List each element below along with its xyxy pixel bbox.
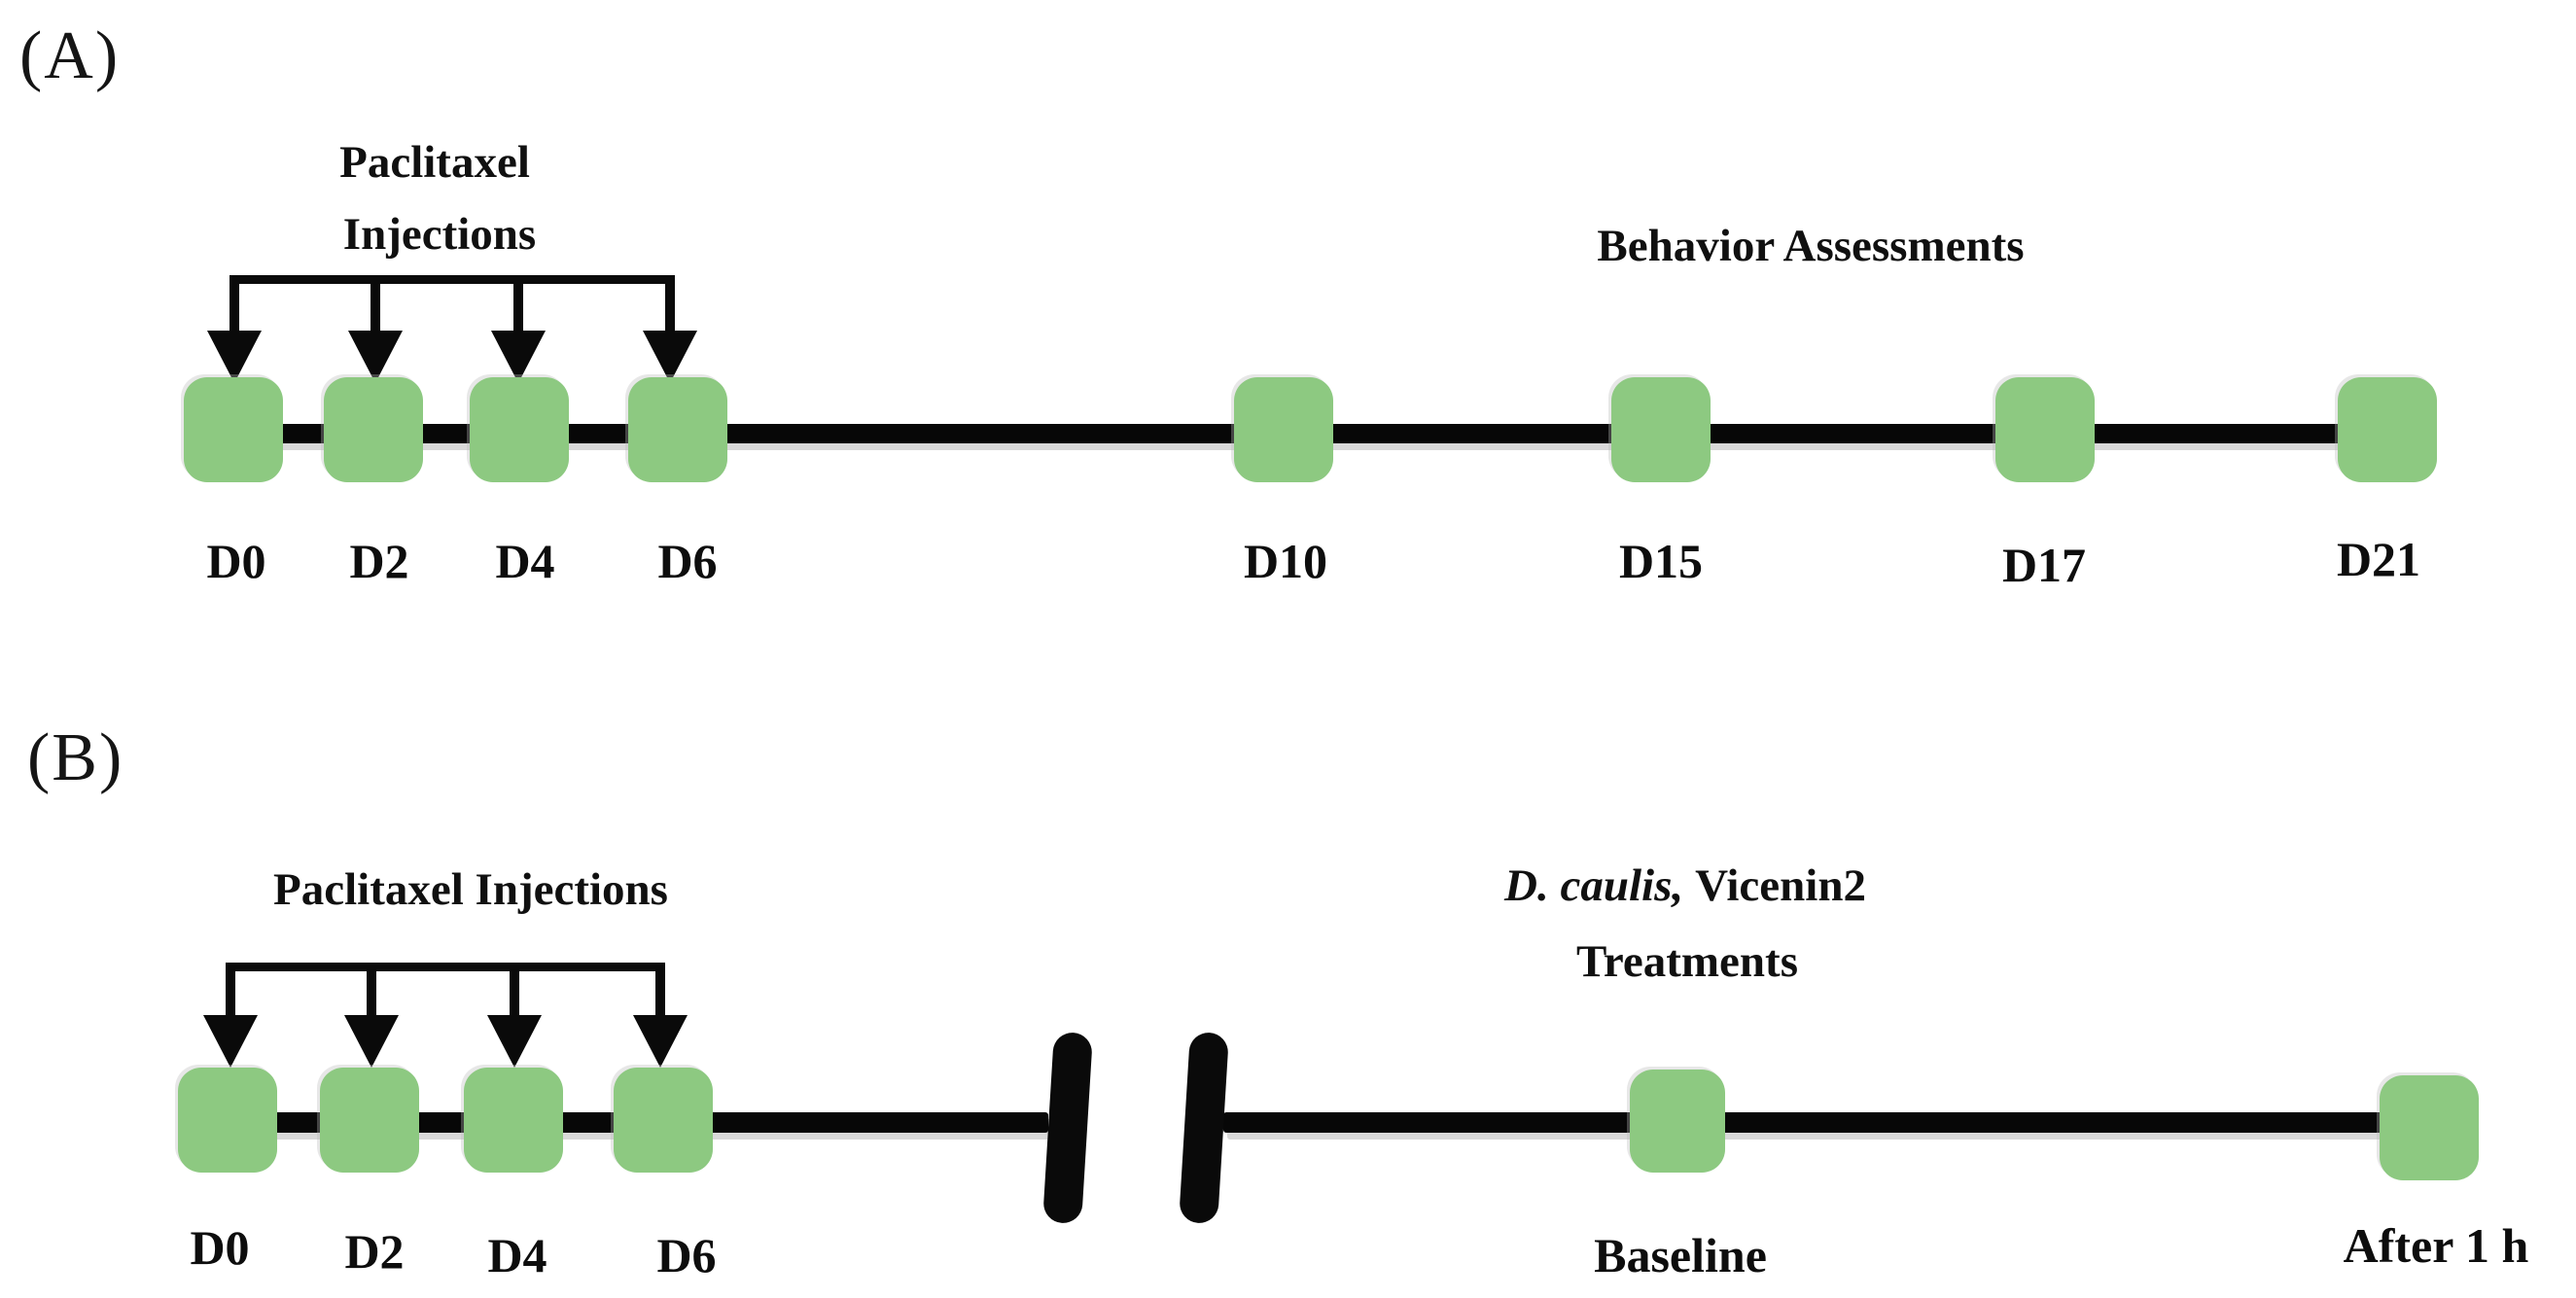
panel-a-marker-d0 bbox=[184, 377, 283, 482]
panel-a-day-label: D10 bbox=[1243, 534, 1328, 588]
panel-b-arrowhead-icon-3 bbox=[487, 1015, 542, 1068]
panel-b-baseline-label: Baseline bbox=[1594, 1228, 1767, 1282]
panel-b-marker-d4 bbox=[464, 1068, 563, 1173]
panel-a-arrowhead-icon-2 bbox=[348, 331, 403, 383]
panel-a-marker-d21 bbox=[2338, 377, 2437, 482]
panel-a-day-label: D2 bbox=[349, 534, 409, 588]
panel-b-marker-d0 bbox=[178, 1068, 277, 1173]
panel-a-day-label: D4 bbox=[495, 534, 555, 588]
panel-b-after-1h-label: After 1 h bbox=[2343, 1218, 2529, 1273]
panel-b-treatment-compound: Vicenin2 bbox=[1695, 860, 1866, 911]
panel-b-timeline-right-segment bbox=[1223, 1112, 2390, 1133]
panel-b-day-label: D6 bbox=[656, 1228, 717, 1282]
panel-b-day-label: D0 bbox=[190, 1220, 250, 1275]
panel-b-treatment-title-line1: D. caulis,Vicenin2 bbox=[1504, 859, 1866, 912]
panel-a-injection-title-line2: Injections bbox=[342, 209, 537, 260]
panel-a-day-label: D15 bbox=[1618, 534, 1704, 588]
panel-a-arrow-shaft-1 bbox=[229, 275, 239, 335]
panel-b-injection-title: Paclitaxel Injections bbox=[273, 864, 668, 915]
panel-a-marker-d15 bbox=[1611, 377, 1711, 482]
panel-a-marker-d4 bbox=[470, 377, 569, 482]
panel-b-treatment-species: D. caulis, bbox=[1504, 860, 1684, 911]
panel-a-arrowhead-icon-1 bbox=[207, 331, 262, 383]
panel-b-label: (B) bbox=[27, 720, 124, 795]
panel-a-day-label: D0 bbox=[206, 534, 266, 588]
panel-b-marker-d6 bbox=[614, 1068, 713, 1173]
timeline-break-bar-icon-2 bbox=[1179, 1031, 1229, 1225]
panel-a-arrowhead-icon-4 bbox=[643, 331, 697, 383]
panel-a-marker-d10 bbox=[1234, 377, 1333, 482]
panel-b-day-label: D4 bbox=[487, 1228, 547, 1282]
panel-a-injection-bracket bbox=[230, 275, 674, 284]
panel-a-day-label: D17 bbox=[2001, 538, 2087, 592]
panel-b-arrowhead-icon-4 bbox=[633, 1015, 688, 1068]
panel-b-day-label: D2 bbox=[344, 1224, 405, 1279]
panel-b-marker-after-1h bbox=[2380, 1075, 2479, 1180]
panel-b-injection-bracket bbox=[227, 963, 664, 971]
panel-a-injection-title-line1: Paclitaxel bbox=[339, 137, 530, 188]
panel-b-arrowhead-icon-2 bbox=[344, 1015, 399, 1068]
panel-b-arrow-shaft-2 bbox=[367, 963, 376, 1021]
panel-a-arrowhead-icon-3 bbox=[491, 331, 546, 383]
panel-a-arrow-shaft-4 bbox=[665, 275, 675, 335]
panel-a-assessment-title: Behavior Assessments bbox=[1597, 221, 2025, 271]
panel-a-arrow-shaft-2 bbox=[371, 275, 380, 335]
timeline-break-bar-icon-1 bbox=[1042, 1031, 1093, 1225]
panel-b-marker-d2 bbox=[320, 1068, 419, 1173]
panel-b-marker-baseline bbox=[1630, 1070, 1725, 1173]
panel-a-day-label: D21 bbox=[2336, 532, 2421, 586]
panel-b-arrowhead-icon-1 bbox=[203, 1015, 258, 1068]
panel-b-treatment-title-line2: Treatments bbox=[1576, 936, 1798, 987]
panel-a-marker-d17 bbox=[1995, 377, 2095, 482]
panel-b-arrow-shaft-1 bbox=[226, 963, 235, 1021]
panel-b-arrow-shaft-3 bbox=[510, 963, 519, 1021]
panel-a-day-label: D6 bbox=[657, 534, 718, 588]
panel-a-marker-d2 bbox=[324, 377, 423, 482]
panel-b-arrow-shaft-4 bbox=[655, 963, 665, 1021]
panel-a-arrow-shaft-3 bbox=[513, 275, 523, 335]
panel-a-label: (A) bbox=[19, 18, 121, 93]
panel-a-marker-d6 bbox=[628, 377, 727, 482]
